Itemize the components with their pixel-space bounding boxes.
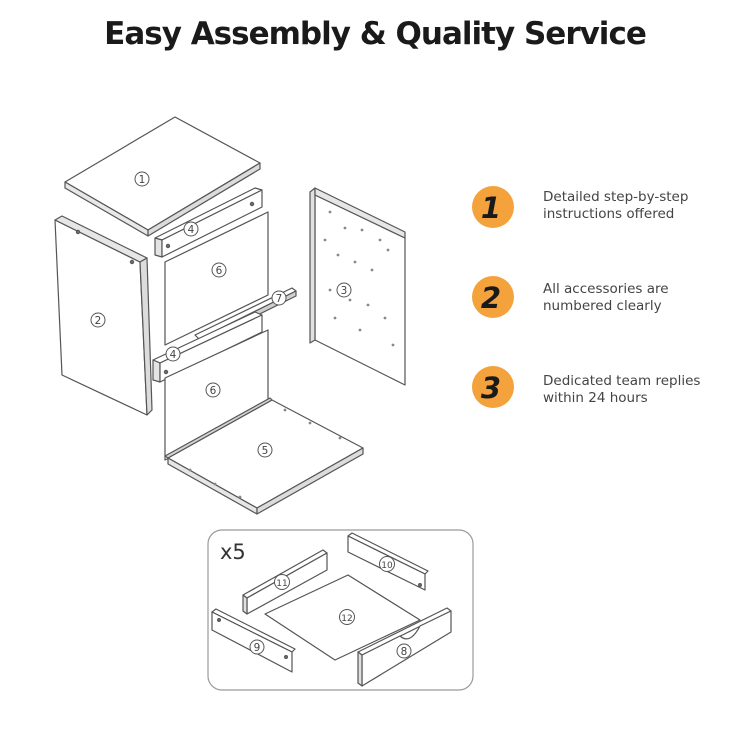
label-part-6-upper: 6 (211, 262, 227, 278)
feature-badge-3: 3 (472, 366, 514, 408)
label-part-9: 9 (249, 639, 265, 655)
svg-text:8: 8 (401, 646, 408, 658)
label-part-1: 1 (134, 171, 150, 187)
svg-text:2: 2 (95, 315, 102, 327)
svg-text:2: 2 (481, 281, 501, 315)
page-title: Easy Assembly & Quality Service (104, 16, 647, 52)
svg-text:9: 9 (254, 642, 261, 654)
feature-badge-1: 1 (472, 186, 514, 228)
svg-text:3: 3 (481, 371, 501, 405)
label-part-12: 12 (339, 609, 355, 625)
svg-text:6: 6 (210, 385, 217, 397)
rail-upper (154, 187, 263, 258)
drawer-quantity: x5 (220, 540, 246, 564)
svg-text:7: 7 (276, 293, 283, 305)
label-part-11: 11 (274, 574, 290, 590)
svg-text:3: 3 (341, 285, 348, 297)
svg-text:4: 4 (170, 349, 177, 361)
label-part-10: 10 (379, 556, 395, 572)
panel-top (64, 116, 261, 237)
label-part-4-lower: 4 (165, 346, 181, 362)
svg-text:1: 1 (139, 174, 146, 186)
feature-text-1: Detailed step-by-step instructions offer… (543, 189, 689, 222)
label-part-6-lower: 6 (205, 382, 221, 398)
label-part-5: 5 (257, 442, 273, 458)
svg-text:6: 6 (216, 265, 223, 277)
feature-text-2: All accessories are numbered clearly (543, 281, 669, 314)
label-part-4-upper: 4 (183, 221, 199, 237)
drawer-parts-frame (207, 529, 474, 691)
svg-text:4: 4 (188, 224, 195, 236)
panel-divider-upper (164, 211, 269, 346)
label-part-7: 7 (271, 290, 287, 306)
svg-text:1: 1 (481, 191, 501, 225)
svg-text:5: 5 (262, 445, 269, 457)
rail-lower (152, 311, 263, 383)
feature-text-3: Dedicated team replies within 24 hours (543, 373, 701, 406)
svg-text:11: 11 (276, 579, 287, 589)
svg-text:10: 10 (381, 561, 393, 571)
label-part-2: 2 (90, 312, 106, 328)
label-part-8: 8 (396, 643, 412, 659)
panel-right-side (309, 187, 406, 386)
svg-text:12: 12 (341, 614, 352, 624)
feature-badge-2: 2 (472, 276, 514, 318)
label-part-3: 3 (336, 282, 352, 298)
